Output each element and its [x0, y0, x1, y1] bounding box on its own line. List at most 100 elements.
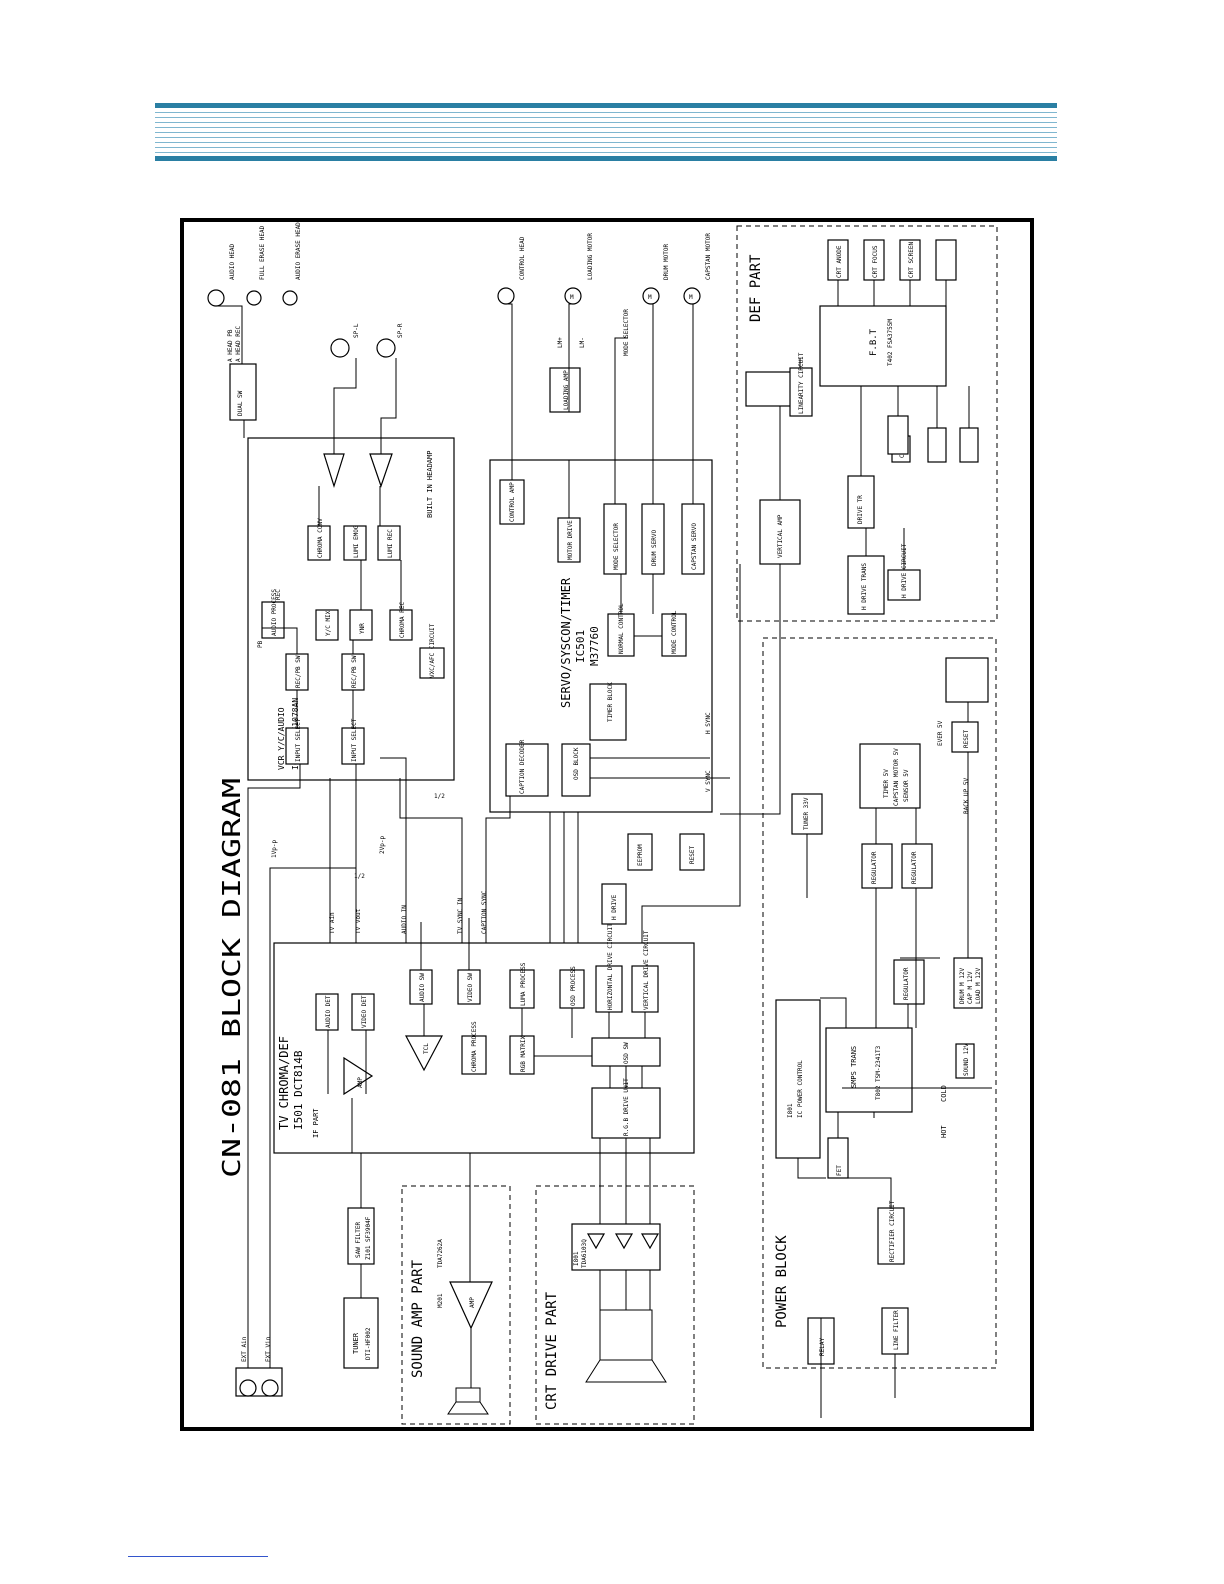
svg-text:M: M: [689, 294, 693, 301]
fet: FET: [836, 1165, 843, 1176]
power-section-title: POWER BLOCK: [774, 1235, 790, 1328]
tv-sub-blocks: AUDIO DET VIDEO DET AMP AUDIO SW VIDEO S…: [315, 883, 661, 1139]
cold-label: COLD: [940, 1085, 948, 1102]
capstan-motor-label: CAPSTAN MOTOR: [705, 233, 712, 280]
reset-pwr: RESET: [963, 730, 970, 748]
drum-motor-label: DRUM MOTOR: [663, 243, 670, 280]
crt-anode: CRT ANODE: [836, 245, 843, 278]
timer-5v: TIMER 5V: [883, 769, 890, 798]
h-drive-out: H DRIVE: [611, 894, 618, 920]
ext-vin: EXT Vin: [265, 1336, 272, 1362]
mode-selector-block: MODE SELECTOR: [613, 523, 620, 570]
fbt-part: T402 FSA3755M: [887, 319, 894, 366]
servo-external: CONTROL HEAD M LOADING MOTOR MODE SELECT…: [497, 233, 712, 356]
label-pb: PB: [257, 640, 264, 648]
tv-ain: TV Ain: [329, 912, 336, 934]
rgb-matrix: RGB MATRIX: [520, 1035, 527, 1072]
chroma-process: CHROMA PROCESS: [471, 1021, 478, 1072]
smps-trans: SMPS TRANS: [850, 1046, 858, 1088]
servo-sub-blocks: CONTROL AMP MOTOR DRIVE MODE SELECTOR DR…: [499, 367, 705, 871]
caption-decoder: CAPTION DECODER: [519, 739, 526, 794]
lumi-rec: LUMI REC: [387, 529, 394, 558]
if-amp-label: AMP: [357, 1077, 364, 1088]
ever-5v: EVER 5V: [937, 720, 944, 746]
if-amp-tri: [343, 1056, 374, 1096]
chroma-rec: CHROMA REC: [399, 601, 406, 638]
load-12v: LOAD M 12V: [975, 967, 982, 1004]
smps-part: T802 TSM-2341T3: [875, 1045, 882, 1100]
audio-det: AUDIO DET: [325, 995, 332, 1028]
lm-minus: LM-: [579, 337, 586, 348]
signal-labels: TV Ain TV Vout AUDIO IN TV SYNC IN CAPTI…: [257, 589, 712, 934]
label-rec: REC: [275, 589, 282, 600]
tv-section-title: TV CHROMA/DEF: [277, 1036, 291, 1130]
rec-pb-sw-2: REC/PB SW: [351, 655, 358, 688]
cap-12v: CAP M 12V: [967, 971, 974, 1004]
regulator3: REGULATOR: [903, 967, 910, 1000]
sound-amp-section: [401, 1185, 511, 1425]
drive-tr: DRIVE TR: [857, 495, 864, 524]
tuner-33v: TUNER 33V: [803, 797, 810, 830]
speaker-icon: [447, 1387, 489, 1415]
relay: RELAY: [819, 1338, 826, 1356]
tuner: TUNER: [352, 1332, 360, 1354]
front-end: EXT Ain EXT Vin TUNER DTI-HF002 SAW FILT…: [235, 1207, 379, 1397]
svg-text:M: M: [570, 294, 574, 301]
servo-title-group: SERVO/SYSCON/TIMER IC501 M37760: [559, 577, 601, 708]
back-up-5v: BACK UP 5V: [963, 777, 970, 814]
vdrive-circuit: VERTICAL DRIVE CIRCUIT: [643, 930, 650, 1010]
rec-pb-sw-1: REC/PB SW: [295, 655, 302, 688]
tv-title-group: TV CHROMA/DEF I501 DCT814B IF PART: [277, 1036, 320, 1138]
servo-section-title: SERVO/SYSCON/TIMER: [559, 577, 573, 708]
lumi-emog: LUMI EMOG: [353, 525, 360, 558]
saw-filter: SAW FILTER: [355, 1221, 362, 1258]
tv-ic-label: I501 DCT814B: [292, 1050, 305, 1130]
ic-power: IC POWER CONTROL: [797, 1060, 804, 1118]
control-amp: CONTROL AMP: [509, 482, 516, 522]
normal-control: NORMAL CONTROL: [618, 603, 625, 654]
mode-selector-label: MODE SELECTOR: [623, 309, 630, 356]
drum-12v: DRUM M 12V: [959, 967, 966, 1004]
vcr-sub-blocks: INPUT SELECT INPUT SELECT REC/PB SW REC/…: [261, 453, 445, 765]
control-head-label: CONTROL HEAD: [519, 236, 526, 280]
crt-part: TDA6103Q: [581, 1239, 588, 1268]
sound-amp: AMP M201 TDA7262A: [437, 1239, 493, 1415]
crt-section-title: CRT DRIVE PART: [544, 1291, 560, 1410]
loading-amp: LOADING AMP: [563, 370, 570, 410]
audio-head-label: AUDIO HEAD: [229, 243, 236, 280]
h-drive-circuit: H DRIVE CIRCUIT: [901, 543, 908, 598]
tv-sync-in: TV SYNC IN: [457, 897, 464, 934]
capstan-servo: CAPSTAN SERVO: [691, 523, 698, 570]
power-block-section: [762, 637, 997, 1369]
drum-servo: DRUM SERVO: [651, 529, 658, 566]
audio-sw: AUDIO SW: [419, 973, 426, 1002]
audio-process: AUDIO PROCESS: [271, 589, 278, 636]
loading-motor-label: LOADING MOTOR: [587, 233, 594, 280]
def-blocks: F.B.T T402 FSA3755M CRT ANODE CRT FOCUS …: [745, 239, 979, 615]
power-blocks: IC POWER CONTROL I801 SMPS TRANS T802 TS…: [775, 657, 992, 1365]
def-part-section: [736, 225, 998, 622]
sp-r-symbol: [376, 338, 396, 358]
h-drive-trans: H DRIVE TRANS: [861, 563, 868, 610]
h-sync: H SYNC: [705, 712, 712, 734]
full-erase-label: FULL ERASE HEAD: [259, 225, 266, 280]
vc-afc: VXC/AFC CIRCUIT: [429, 623, 436, 678]
wiring: [216, 280, 970, 1418]
crt-screen: CRT SCREEN: [908, 241, 915, 278]
ext-ain: EXT Ain: [241, 1336, 248, 1362]
diagram-title: CN-081 BLOCK DIAGRAM: [217, 778, 246, 1178]
sound-amp-label: AMP: [469, 1297, 476, 1308]
def-section-title: DEF PART: [748, 254, 764, 322]
hdrive-circuit: HORIZONTAL DRIVE CIRCUIT: [607, 923, 614, 1010]
sensor-5v: SENSOR 5V: [903, 769, 910, 802]
motor-drive: MOTOR DRIVE: [567, 520, 574, 560]
reset-block: RESET: [689, 846, 696, 864]
svg-text:M: M: [648, 294, 652, 301]
label-1vpp: 1Vp-p: [271, 840, 278, 858]
if-part-label: IF PART: [312, 1108, 320, 1138]
chroma-conv: CHROMA CONV: [317, 518, 324, 558]
vertical-amp: VERTICAL AMP: [777, 514, 784, 558]
servo-ic-label: IC501: [574, 630, 587, 663]
regulator2: REGULATOR: [911, 851, 918, 884]
luma-process: LUMA PROCESS: [520, 962, 527, 1006]
